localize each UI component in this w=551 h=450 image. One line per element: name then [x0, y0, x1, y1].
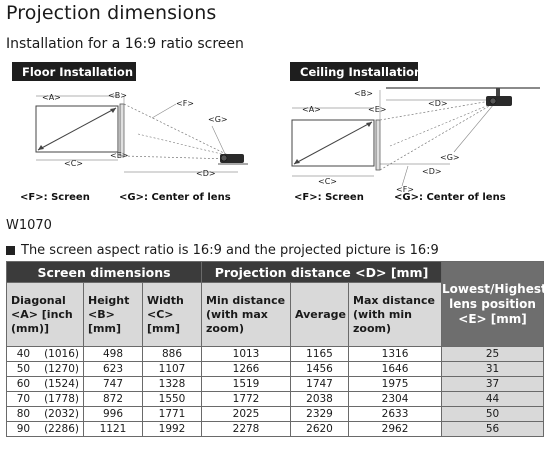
- table-cell: 2025: [201, 406, 292, 422]
- table-cell: 1328: [141, 376, 203, 392]
- aspect-ratio-note: The screen aspect ratio is 16:9 and the …: [6, 243, 439, 258]
- header-max-distance: Max distance (with min zoom): [348, 282, 443, 347]
- table-cell: 498: [83, 346, 143, 362]
- table-cell: 1121: [83, 421, 143, 437]
- ceiling-screen-side: [375, 119, 381, 171]
- table-cell: 1772: [201, 391, 292, 407]
- page-title: Projection dimensions: [6, 2, 217, 24]
- table-cell: 2962: [348, 421, 443, 437]
- header-screen-dimensions: Screen dimensions: [5, 261, 203, 283]
- floor-label-e: <E>: [110, 151, 128, 160]
- floor-label-f: <F>: [176, 99, 194, 108]
- table-cell: 1550: [141, 391, 203, 407]
- table-cell: 1519: [201, 376, 292, 392]
- ceiling-label-a: <A>: [302, 105, 321, 114]
- ceiling-label-d-bottom: <D>: [422, 167, 442, 176]
- floor-label-c: <C>: [64, 159, 83, 168]
- table-cell: 872: [83, 391, 143, 407]
- lens-position-cell: 31: [441, 361, 545, 377]
- table-cell: 747: [83, 376, 143, 392]
- table-cell: 996: [83, 406, 143, 422]
- table-cell: 1107: [141, 361, 203, 377]
- floor-label-d: <D>: [196, 169, 216, 178]
- page-subtitle: Installation for a 16:9 ratio screen: [6, 36, 244, 52]
- ceiling-label-g: <G>: [440, 153, 460, 162]
- model-name: W1070: [6, 218, 52, 233]
- table-cell: 1975: [348, 376, 443, 392]
- ceiling-caption-lens: <G>: Center of lens: [394, 192, 506, 203]
- floor-label-g: <G>: [208, 115, 228, 124]
- table-cell: 40(1016): [6, 346, 84, 362]
- table-cell: 886: [141, 346, 203, 362]
- ceiling-caption-screen: <F>: Screen: [294, 192, 364, 203]
- table-cell: 90(2286): [6, 421, 84, 437]
- header-height: Height <B> [mm]: [83, 282, 143, 347]
- table-cell: 1992: [141, 421, 203, 437]
- floor-caption-lens: <G>: Center of lens: [119, 192, 231, 203]
- table-cell: 70(1778): [6, 391, 84, 407]
- table-cell: 2278: [201, 421, 292, 437]
- table-cell: 50(1270): [6, 361, 84, 377]
- table-cell: 623: [83, 361, 143, 377]
- table-cell: 1747: [290, 376, 350, 392]
- table-cell: 60(1524): [6, 376, 84, 392]
- ceiling-label-b: <B>: [354, 89, 373, 98]
- lens-position-cell: 50: [441, 406, 545, 422]
- table-cell: 2038: [290, 391, 350, 407]
- header-projection-distance: Projection distance <D> [mm]: [201, 261, 443, 283]
- floor-label-a: <A>: [42, 93, 61, 102]
- floor-label-b: <B>: [108, 91, 127, 100]
- ceiling-installation-diagram: Ceiling Installation <D> <A> <C> <B> <E>…: [290, 62, 545, 204]
- table-cell: 1165: [290, 346, 350, 362]
- table-cell: 1646: [348, 361, 443, 377]
- header-lens-position: Lowest/Highest lens position <E> [mm]: [441, 261, 547, 347]
- table-cell: 2329: [290, 406, 350, 422]
- table-cell: 1013: [201, 346, 292, 362]
- table-cell: 80(2032): [6, 406, 84, 422]
- header-min-distance: Min distance (with max zoom): [201, 282, 292, 347]
- ceiling-label-e: <E>: [368, 105, 386, 114]
- ceiling-label-d-top: <D>: [428, 99, 448, 108]
- header-diagonal: Diagonal <A> [inch (mm)]: [6, 282, 84, 347]
- header-average: Average: [290, 282, 350, 347]
- ceiling-banner: Ceiling Installation: [300, 65, 422, 79]
- header-width: Width <C> [mm]: [141, 282, 203, 347]
- ceiling-label-f: <F>: [396, 185, 414, 194]
- floor-screen-diagonal: [37, 107, 117, 151]
- table-cell: 1456: [290, 361, 350, 377]
- table-cell: 2620: [290, 421, 350, 437]
- floor-screen-side: [119, 103, 125, 157]
- floor-banner: Floor Installation: [22, 65, 133, 79]
- lens-position-cell: 44: [441, 391, 545, 407]
- lens-position-cell: 56: [441, 421, 545, 437]
- lens-position-cell: 37: [441, 376, 545, 392]
- ceiling-label-c: <C>: [318, 177, 337, 186]
- floor-banner-bg: [12, 62, 136, 81]
- aspect-ratio-note-text: The screen aspect ratio is 16:9 and the …: [21, 243, 439, 258]
- lens-position-cell: 25: [441, 346, 545, 362]
- ceiling-banner-bg: [290, 62, 418, 81]
- projection-table: Screen dimensions Projection distance <D…: [5, 261, 547, 437]
- table-cell: 1266: [201, 361, 292, 377]
- table-cell: 1316: [348, 346, 443, 362]
- table-cell: 1771: [141, 406, 203, 422]
- table-cell: 2633: [348, 406, 443, 422]
- floor-installation-diagram: Floor Installation <A> <C> <B> <E> <F> <…: [12, 62, 267, 204]
- floor-caption-screen: <F>: Screen: [20, 192, 90, 203]
- bullet-square-icon: [6, 246, 15, 255]
- table-cell: 2304: [348, 391, 443, 407]
